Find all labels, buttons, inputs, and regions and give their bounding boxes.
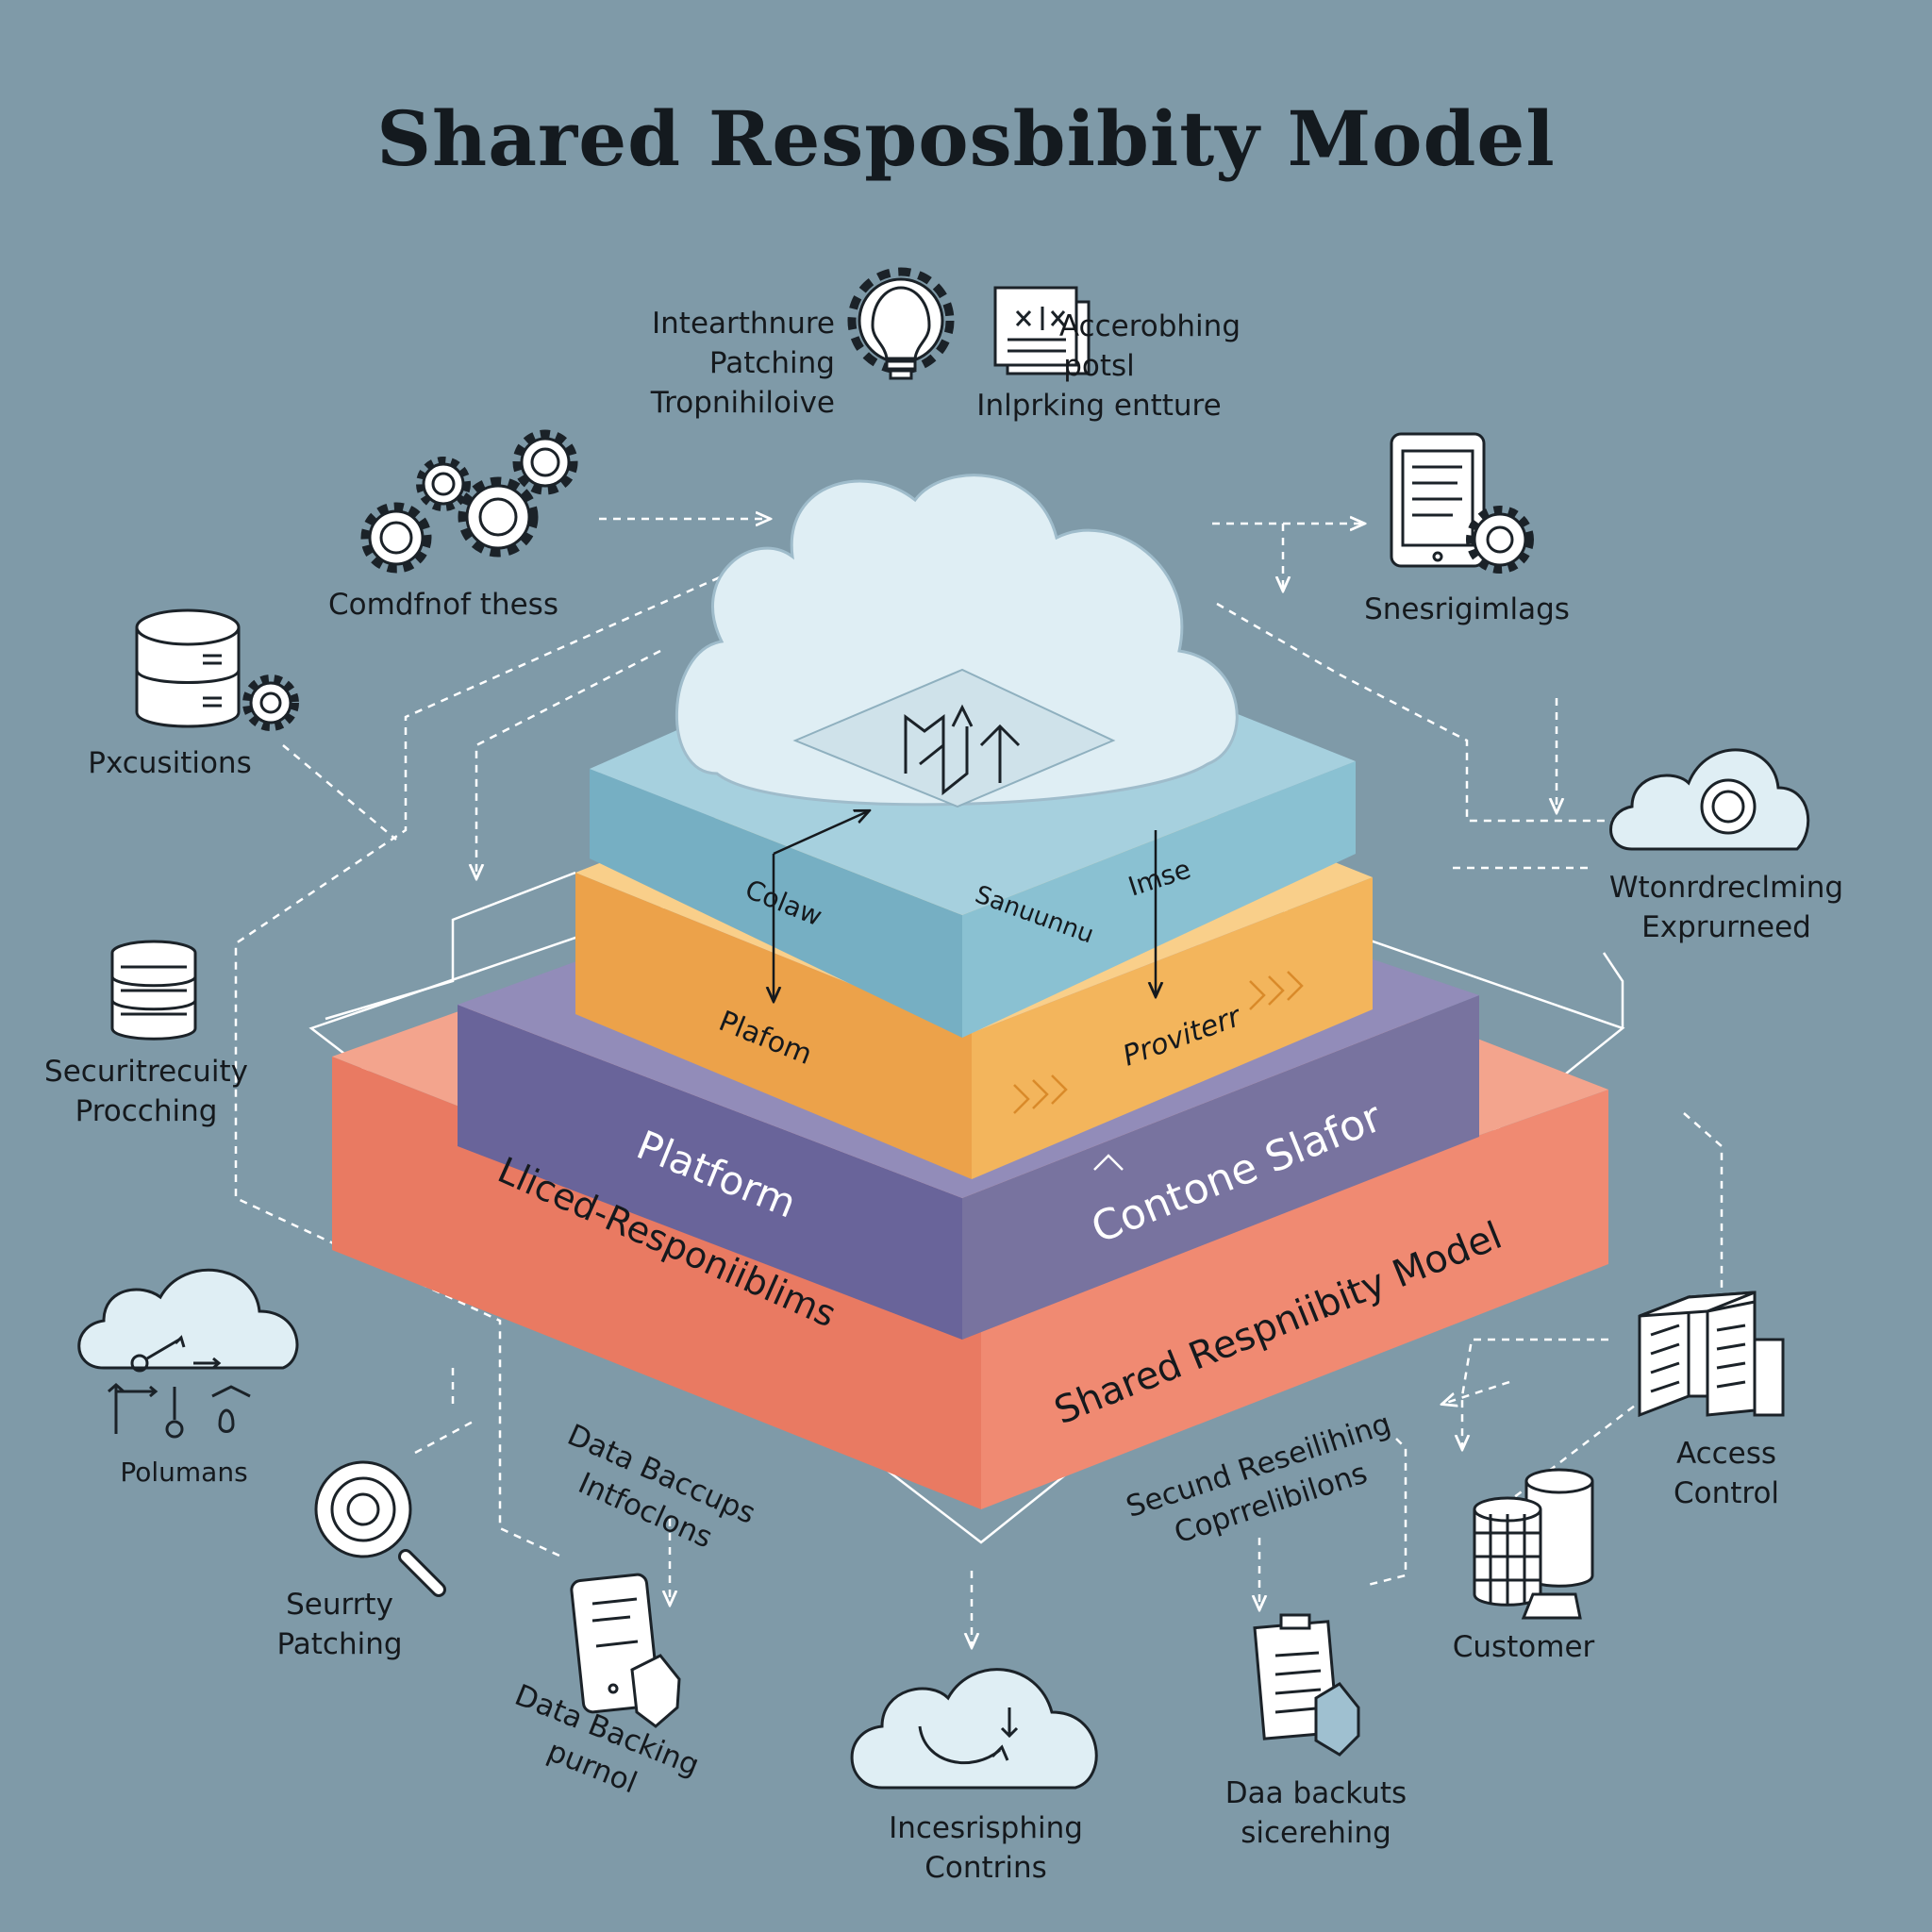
document-icon bbox=[993, 286, 1091, 375]
label-access-control: Access Control bbox=[1673, 1437, 1780, 1510]
lightbulb-gear-icon bbox=[847, 267, 955, 380]
server-icon bbox=[110, 940, 197, 1041]
stack-arrows bbox=[774, 811, 1156, 1000]
page-title: Shared Resposbibity Model bbox=[376, 94, 1556, 183]
label-infrastructure-patching: Intearthnure Patching Tropnihiloive bbox=[650, 307, 835, 420]
chevron-decoration bbox=[1013, 971, 1304, 1114]
cloud-network-icon bbox=[77, 1268, 299, 1439]
label-accerobhing: Accerobhing potsl Inlprking entture bbox=[976, 309, 1241, 423]
label-pxcusitions: Pxcusitions bbox=[88, 746, 252, 780]
label-polumans: Polumans bbox=[120, 1457, 248, 1488]
magnifier-icon bbox=[314, 1460, 446, 1597]
arrows-decoration bbox=[1093, 1154, 1124, 1171]
label-seurty-patching: Seurrty Patching bbox=[276, 1588, 403, 1661]
main-cloud-icon bbox=[675, 474, 1239, 808]
label-snesrigimlags: Snesrigimlags bbox=[1364, 592, 1570, 626]
label-securitrecuity: Securitrecuity Procching bbox=[44, 1055, 248, 1128]
cloud-target-icon bbox=[1609, 748, 1810, 851]
clipboard-hand-icon bbox=[1253, 1613, 1360, 1757]
label-incesrisphing: Incesrisphing Contrins bbox=[889, 1811, 1083, 1885]
label-customer: Customer bbox=[1452, 1630, 1595, 1664]
database-stack-icon bbox=[1473, 1468, 1594, 1620]
connector-lines bbox=[234, 519, 1724, 1646]
label-comdfnof: Comdfnof thess bbox=[328, 588, 558, 622]
label-wtonrdreclming: Wtonrdreclming Exprurneed bbox=[1608, 871, 1844, 944]
tablet-gear-icon bbox=[1390, 432, 1534, 574]
cloud-sync-icon bbox=[850, 1668, 1098, 1790]
database-gear-icon bbox=[135, 608, 299, 731]
label-daa-backuts: Daa backuts sicerehing bbox=[1224, 1776, 1407, 1850]
gears-icon bbox=[360, 429, 578, 574]
buildings-icon bbox=[1638, 1291, 1785, 1418]
tablet-hand-icon bbox=[570, 1573, 681, 1728]
